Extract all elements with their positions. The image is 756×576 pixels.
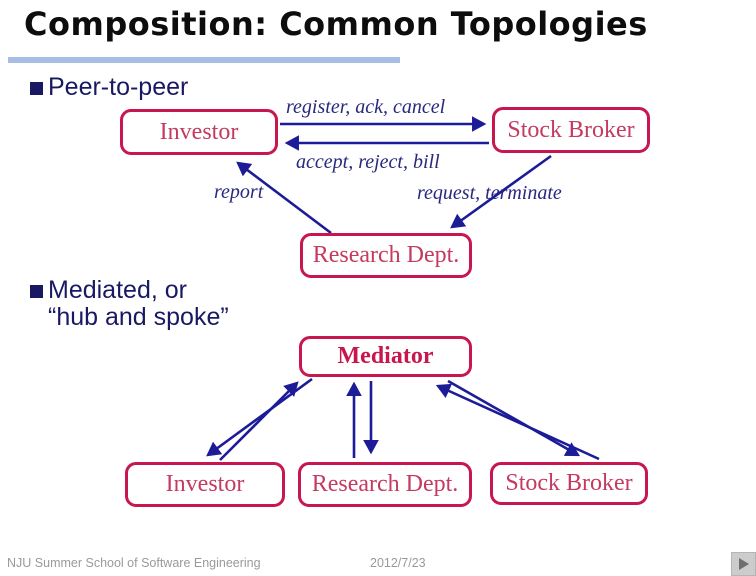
bullet-mediated: Mediated, or “hub and spoke” — [30, 277, 290, 335]
edge-label-accept: accept, reject, bill — [296, 151, 440, 173]
bullet-peer-label: Peer-to-peer — [48, 73, 189, 101]
footer-school: NJU Summer School of Software Engineerin… — [7, 556, 261, 570]
node-mediator: Mediator — [299, 336, 472, 377]
bullet-mediated-line1: Mediated, or — [48, 276, 187, 304]
hub-investor-out-arrow — [206, 377, 313, 457]
node-hub-investor: Investor — [125, 462, 285, 507]
square-bullet-icon — [30, 82, 43, 95]
hub-investor-in-arrow — [219, 381, 299, 461]
node-hub-research-dept: Research Dept. — [298, 462, 472, 507]
node-investor: Investor — [120, 109, 278, 155]
slide-title: Composition: Common Topologies — [24, 5, 648, 43]
forward-arrow-icon — [738, 558, 749, 570]
footer-date: 2012/7/23 — [370, 556, 426, 570]
next-slide-button[interactable] — [731, 552, 756, 576]
title-underline — [8, 57, 400, 63]
edge-label-report: report — [214, 181, 264, 203]
square-bullet-icon — [30, 285, 43, 298]
bullet-peer-to-peer: Peer-to-peer — [30, 74, 290, 104]
edge-label-request: request, terminate — [417, 182, 562, 204]
node-research-dept: Research Dept. — [300, 233, 472, 278]
hub-broker-in-arrow — [435, 383, 600, 461]
hub-broker-out-arrow — [447, 379, 581, 457]
node-stock-broker: Stock Broker — [492, 107, 650, 153]
bullet-mediated-line2: “hub and spoke” — [48, 303, 229, 331]
edge-label-register: register, ack, cancel — [286, 96, 446, 118]
node-hub-stock-broker: Stock Broker — [490, 462, 648, 505]
